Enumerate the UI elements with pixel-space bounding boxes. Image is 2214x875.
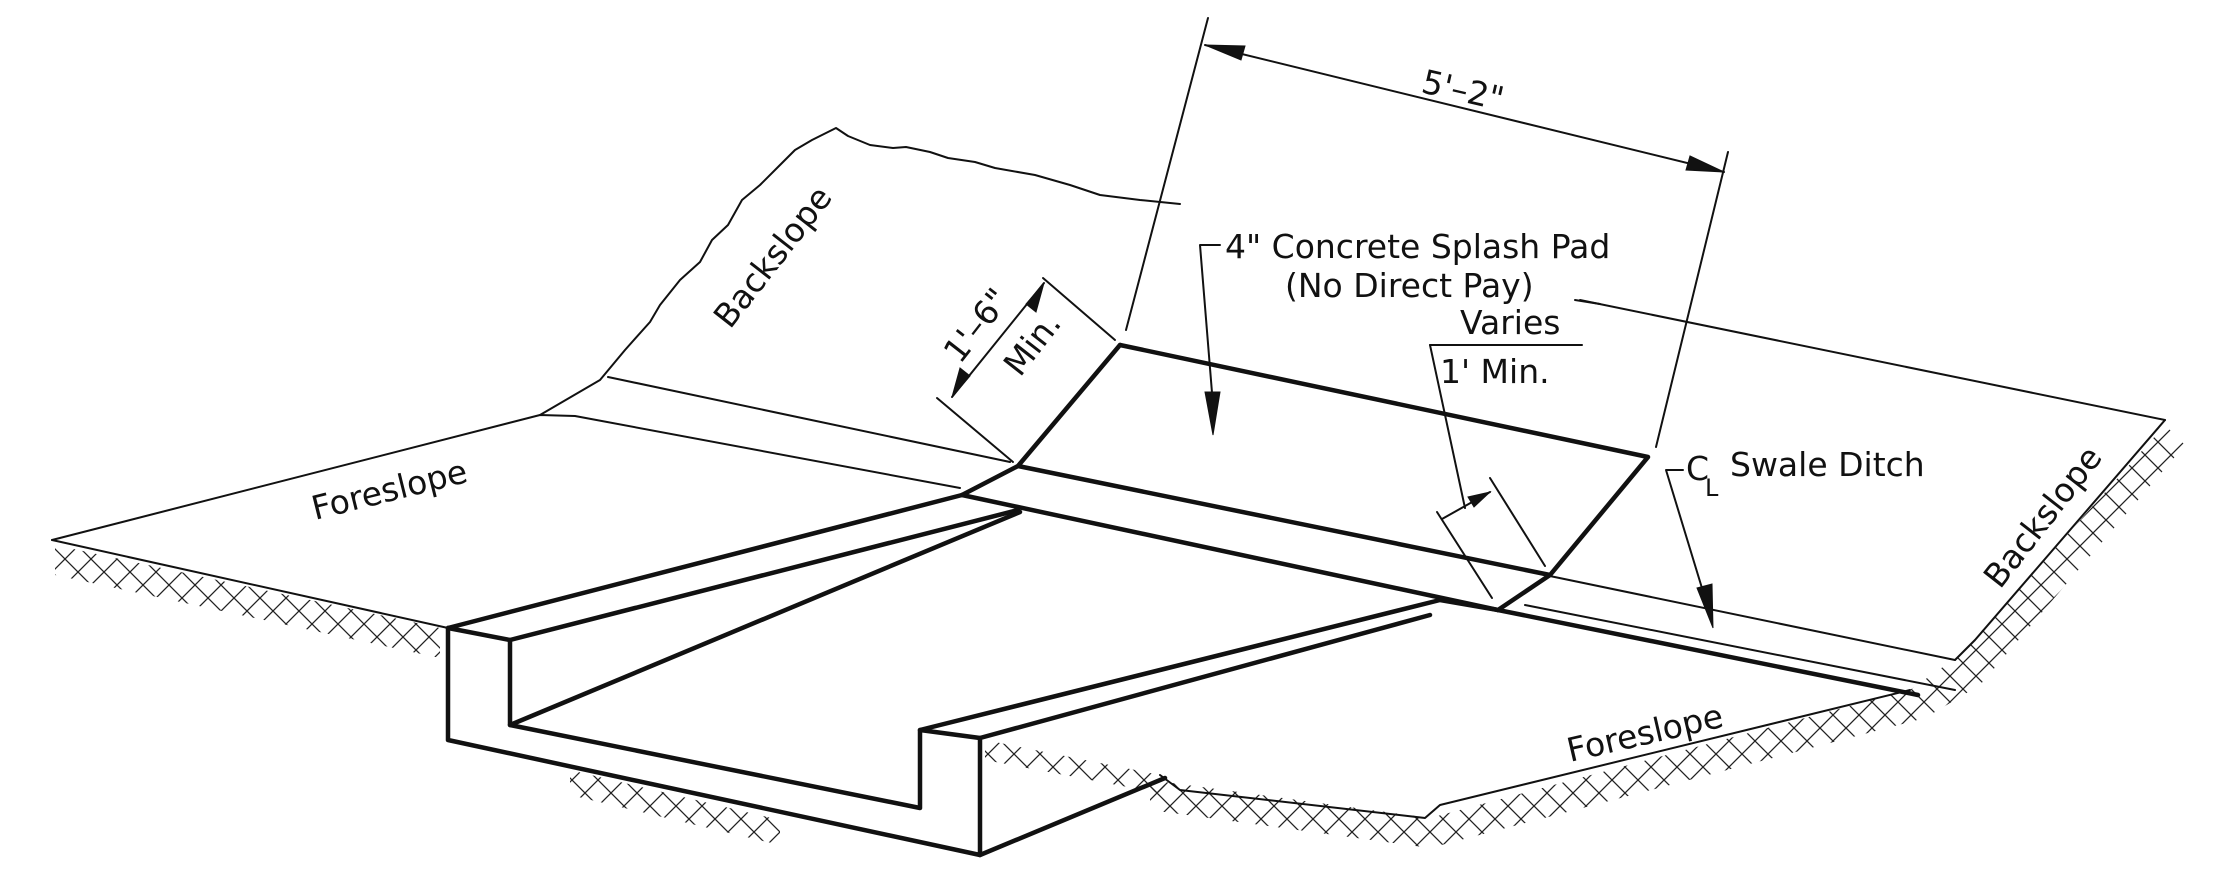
dim-length-arrow-bottom [951, 367, 971, 398]
right-ditch-far-line [1544, 574, 1956, 661]
label-foreslope-left: Foreslope [308, 451, 472, 527]
right-backslope-edge [1954, 419, 2166, 661]
ground-hatching [55, 425, 2185, 848]
right-ditch-edge [1524, 604, 1956, 691]
label-varies: Varies [1460, 303, 1560, 342]
label-centerline-symbol: C [1686, 449, 1709, 488]
centerline-leader-arrow [1696, 583, 1714, 629]
dim-length-extension-bottom [936, 397, 1014, 463]
pipe-near-edge [959, 492, 1501, 613]
label-centerline-sub: L [1705, 474, 1719, 502]
dim-varies-arrow-right [1467, 491, 1492, 508]
pipe-inner-left-wall [507, 597, 1501, 811]
left-foreslope-bottom [51, 539, 449, 629]
label-one-ft-min: 1' Min. [1440, 352, 1550, 391]
pipe-right-edge [1495, 607, 1921, 698]
leaders [1199, 244, 1714, 629]
ground-hatch-right-foreslope [1430, 690, 1925, 848]
ground-hatch-left [55, 545, 440, 658]
pipe-left-wall-top [445, 507, 1021, 643]
dimension-varies [1429, 344, 1583, 599]
centerline-leader [1665, 469, 1706, 599]
left-backslope-profile [539, 127, 1181, 416]
pad-near-edge [1015, 463, 1553, 578]
dim-varies-extension-right [1489, 477, 1546, 567]
pipe-end-and-splash-pad [445, 342, 1921, 858]
right-foreslope-bottom [1159, 689, 1911, 819]
pipe-bottom-right [977, 775, 1168, 858]
label-swale-ditch: Swale Ditch [1730, 445, 1925, 484]
dim-width-extension-left [1125, 17, 1209, 331]
splash-pad-leader [1199, 244, 1221, 406]
dimension-1ft-6in [936, 277, 1116, 463]
terrain-lines [51, 127, 2166, 819]
splash-pad-leader-arrow [1204, 391, 1221, 436]
label-dim-5ft-2in: 5'–2" [1418, 62, 1507, 119]
dim-width-line [1204, 44, 1725, 173]
dim-width-arrow-right [1685, 155, 1725, 173]
dim-length-extension-top [1042, 277, 1116, 341]
pipe-inner-floor [507, 509, 1023, 728]
ground-hatch-bottom-left [570, 770, 780, 845]
left-foreslope-edge [51, 414, 961, 541]
dim-varies-extension-left [1436, 511, 1493, 599]
dim-varies-leader [1429, 344, 1466, 509]
pipe-left-top [445, 492, 965, 631]
right-top-line [1579, 299, 2166, 421]
backslope-break-line [607, 376, 1011, 463]
dimension-5ft-2in [1125, 17, 1729, 448]
dim-length-arrow-top [1025, 282, 1045, 313]
ground-hatch-right-backslope [1910, 425, 2185, 718]
dim-width-arrow-left [1204, 44, 1246, 61]
label-pad-note-line1: 4" Concrete Splash Pad [1225, 227, 1610, 266]
ground-hatch-under-pad [985, 740, 1170, 795]
note-leader-extension [1574, 299, 1601, 305]
label-pad-note-line2: (No Direct Pay) [1285, 266, 1534, 305]
dim-width-extension-right [1655, 151, 1729, 448]
label-backslope-left: Backslope [706, 179, 840, 335]
ground-hatch-bottom [1150, 780, 1430, 848]
pad-top-far-edge [1117, 342, 1651, 613]
pipe-right-wall [917, 727, 983, 741]
